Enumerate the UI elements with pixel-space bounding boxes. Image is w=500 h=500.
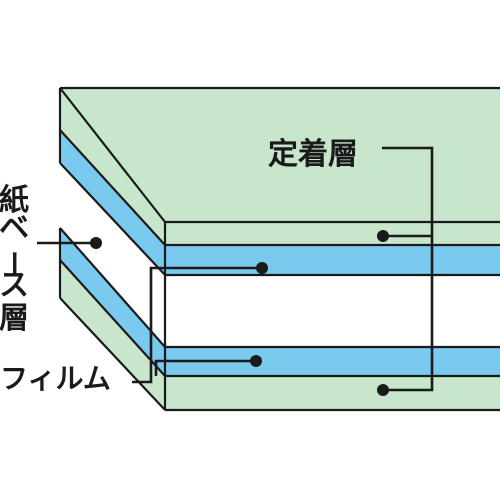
side-bottom-green-band: [60, 260, 165, 410]
side-paper-gap: [60, 163, 165, 347]
outline-edges: [58, 86, 500, 412]
front-top-fixing-layer: [165, 222, 500, 245]
front-top-film-layer: [165, 245, 500, 275]
fixing-layer-label: 定着層: [268, 137, 358, 172]
side-face: [60, 88, 165, 410]
front-bottom-fixing-layer: [165, 376, 500, 410]
fixing-layer-top-marker: [377, 230, 389, 242]
fixing-layer-bottom-marker: [377, 384, 389, 396]
side-bottom-blue-band: [60, 228, 165, 376]
paper-base-char-2: ベ: [0, 211, 29, 246]
film-label: フィルム: [0, 362, 111, 395]
fixing-layer-callout: 定着層: [268, 137, 434, 396]
film-callout: フィルム: [0, 262, 268, 395]
paper-base-char-1: 紙: [0, 183, 29, 218]
paper-base-layer-marker: [90, 237, 102, 249]
film-bottom-marker: [250, 355, 262, 367]
paper-base-char-5: 層: [0, 301, 29, 336]
top-face: [60, 88, 500, 222]
front-face: [165, 222, 500, 410]
film-top-marker: [256, 262, 268, 274]
paper-base-layer-label: 紙 ベ ー ス 層: [0, 183, 30, 336]
paper-base-layer-callout: 紙 ベ ー ス 層: [0, 183, 102, 336]
paper-base-char-4: ス: [0, 268, 29, 303]
side-top-blue-band: [60, 130, 165, 275]
front-paper-base-layer: [165, 275, 500, 347]
side-top-green-band: [60, 88, 165, 245]
paper-base-char-3: ー: [0, 250, 30, 278]
